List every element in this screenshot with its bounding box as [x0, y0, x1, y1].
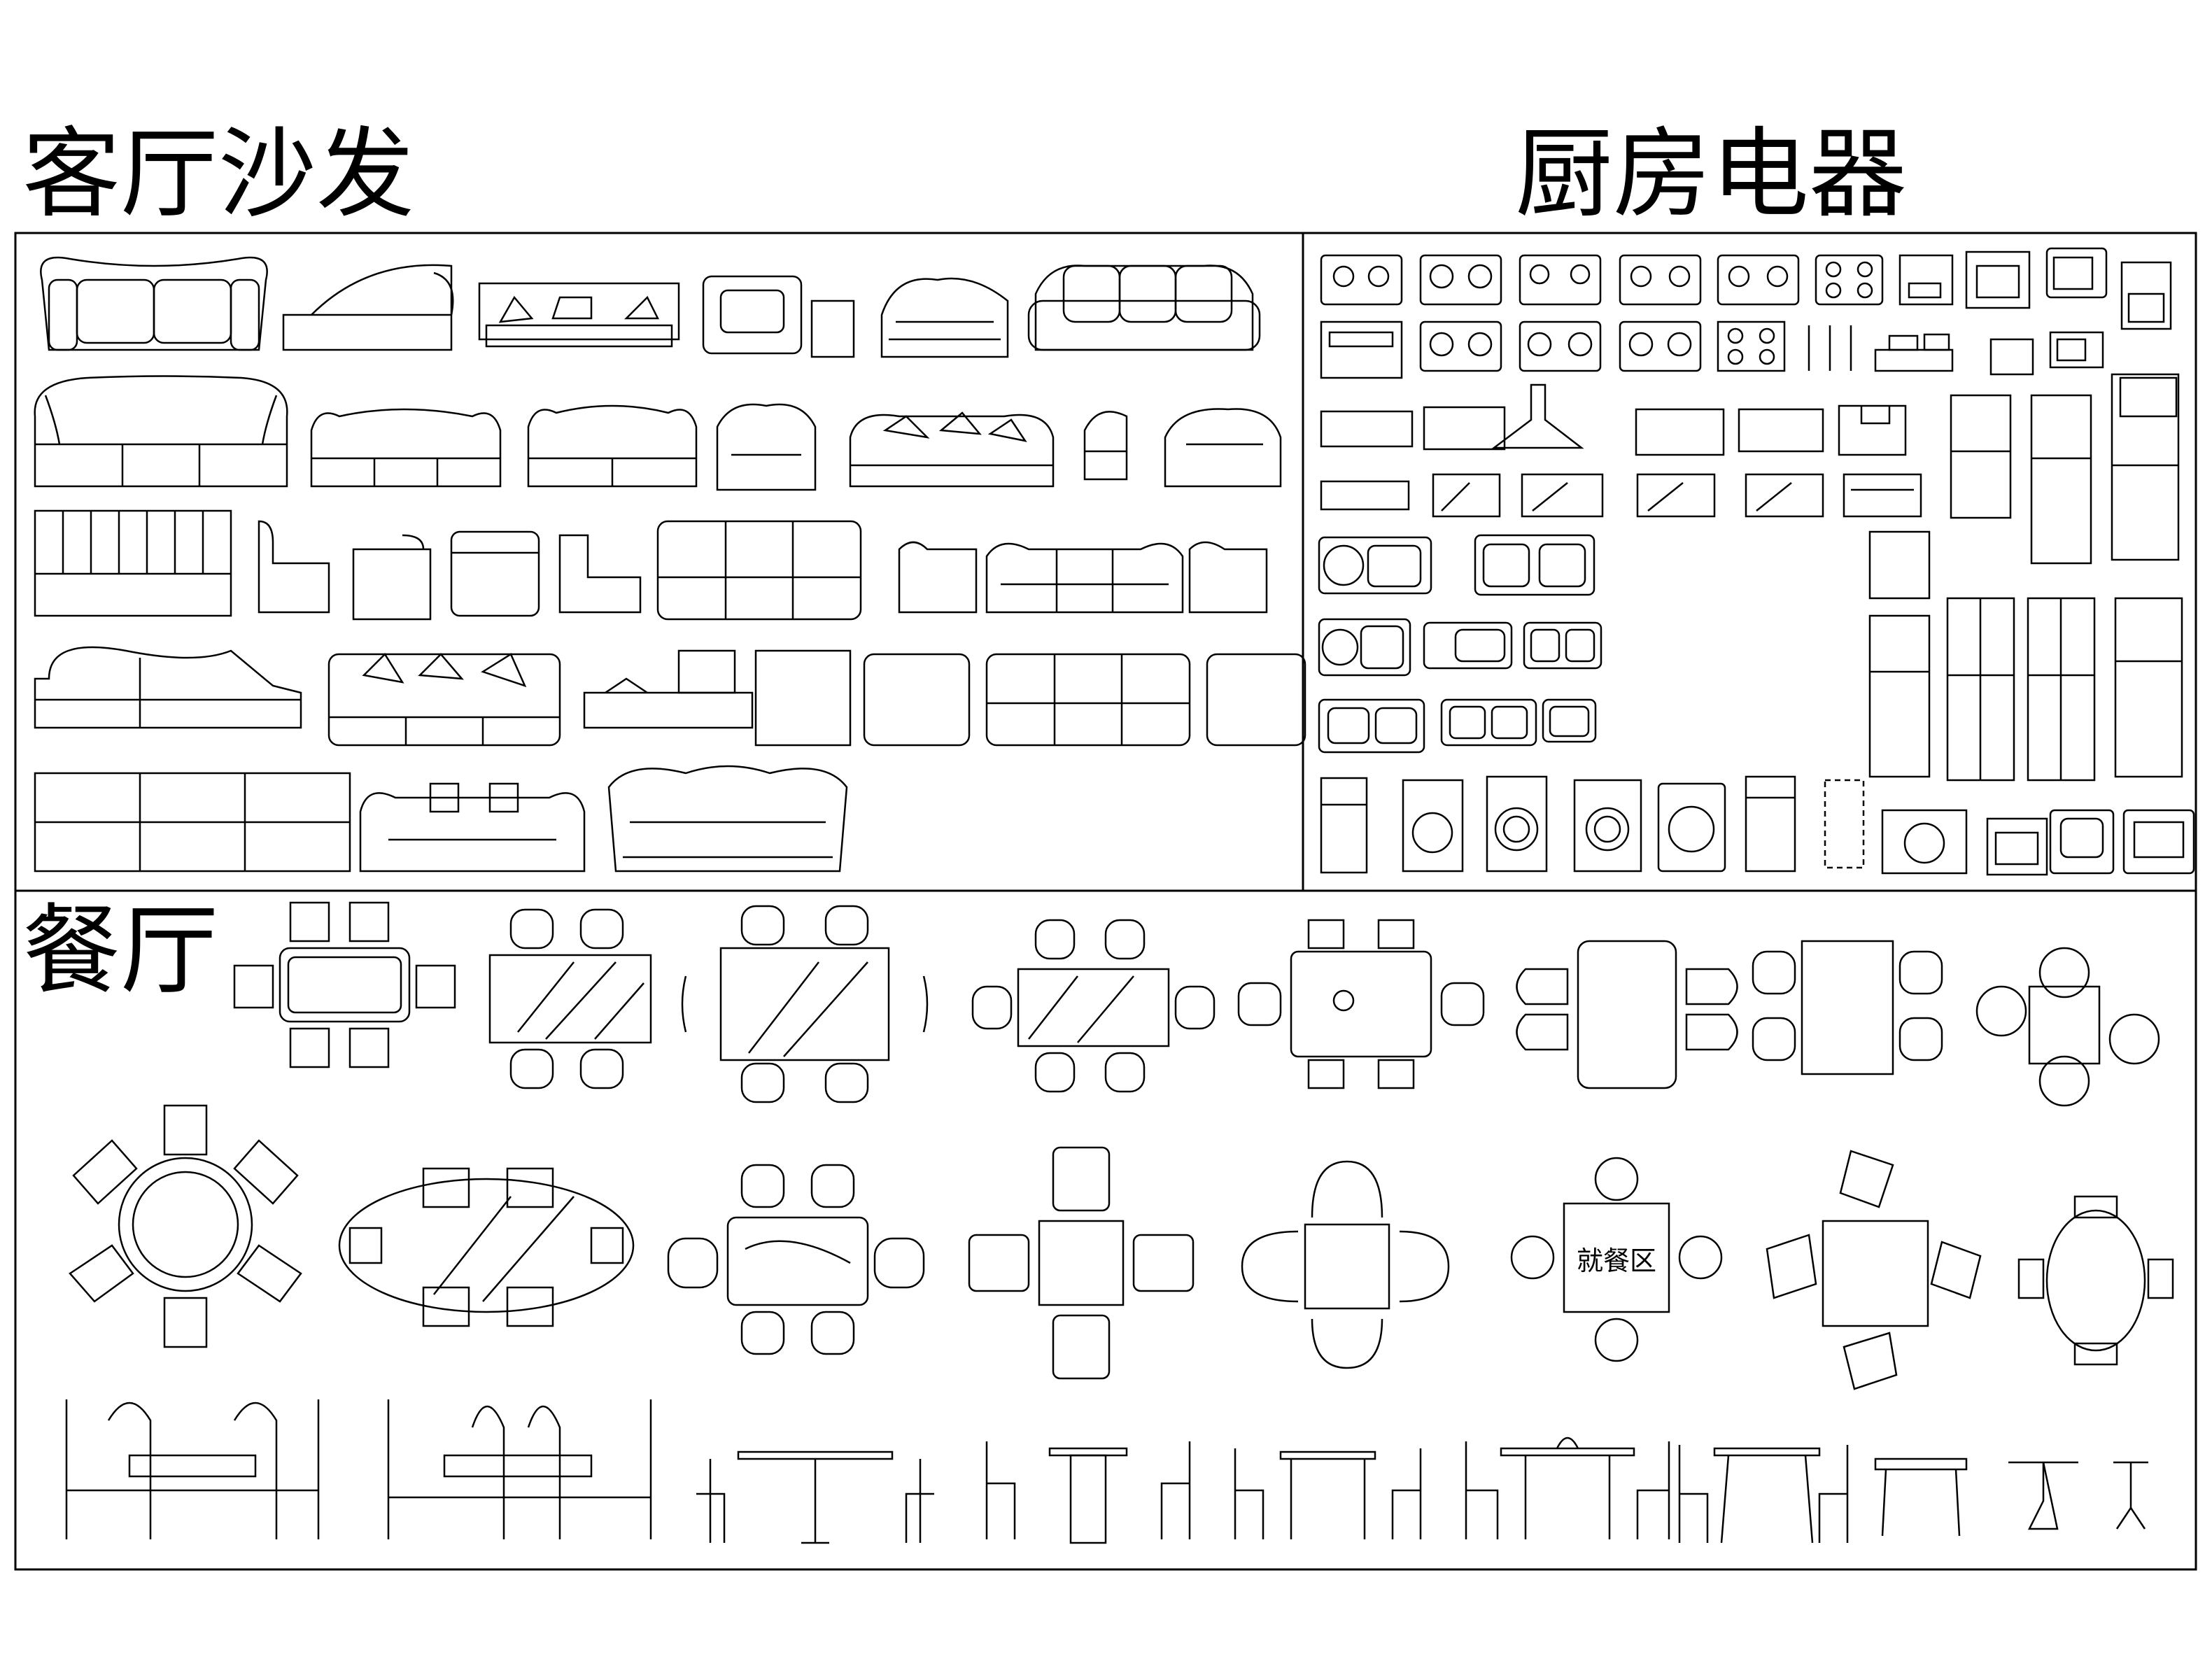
sofa-block [478, 282, 680, 348]
sofa-blocks [34, 256, 1306, 873]
dining-elevation-block [696, 1450, 934, 1544]
dining-set-block [233, 901, 456, 1068]
sofa-block [1027, 264, 1261, 351]
armchair-block [702, 275, 855, 358]
section-title-living-sofa: 客厅沙发 [22, 118, 415, 232]
kitchen-blocks [1318, 247, 2195, 876]
sofa-block [359, 782, 586, 873]
section-title-kitchen-appliances: 厨房电器 [1515, 118, 1908, 232]
sofa-block [863, 653, 1306, 747]
sofa-block [607, 765, 848, 873]
living-frame [14, 232, 1304, 892]
sofa-block [527, 404, 698, 488]
dining-set-block [968, 1146, 1195, 1380]
laundry-oven-blocks [1320, 775, 2195, 876]
armchair-block [716, 403, 817, 491]
dining-elevation-block [1874, 1457, 2148, 1537]
dining-set-block [971, 919, 1216, 1093]
round-dining-set-block [69, 1104, 302, 1348]
dining-set-block [1237, 919, 1485, 1089]
sofa-block [656, 520, 862, 621]
refrigerator-blocks [1868, 373, 2183, 782]
dining-set-block [1516, 940, 1738, 1089]
dining-set-block [1766, 1150, 1982, 1390]
armchair-block [258, 520, 330, 614]
hood-row [1320, 383, 1922, 518]
section-title-dining: 餐厅 [22, 894, 219, 1008]
sofa-block [310, 408, 502, 488]
dining-set-block [681, 905, 929, 1103]
bench-block [34, 509, 232, 617]
dining-set-block [1241, 1160, 1450, 1369]
dining-frame [14, 889, 2197, 1571]
armchair-block [1188, 541, 1268, 614]
dining-elevation-block [387, 1399, 652, 1539]
cooktop-row-2 [1320, 320, 2178, 418]
armchair-block [1083, 411, 1128, 481]
armchair-block [558, 534, 642, 614]
armchair-block [352, 534, 432, 621]
armchair-block [450, 530, 540, 617]
section-frames [14, 232, 2197, 1571]
dining-set-block [1975, 947, 2160, 1107]
dining-elevation-block [985, 1441, 1191, 1544]
dining-elevation-block [1234, 1448, 1422, 1539]
sofa-block [34, 772, 351, 873]
chaise-block [583, 649, 852, 747]
sink-blocks [1318, 534, 1602, 754]
chaise-block [34, 646, 302, 729]
armchair-block [898, 541, 978, 614]
dining-set-block [338, 1167, 635, 1327]
sofa-block [327, 653, 561, 747]
sofa-block [40, 256, 268, 351]
dining-set-block: 就餐区 [1510, 1157, 1723, 1362]
sofa-block [34, 375, 288, 488]
dining-set-block [2017, 1195, 2174, 1366]
chaise-block [282, 264, 454, 351]
cooktop-row-1 [1320, 247, 2172, 330]
dining-elevation-block [1678, 1445, 1849, 1544]
dining-set-block [667, 1164, 925, 1355]
sofa-block [985, 542, 1184, 614]
armchair-block [1164, 408, 1282, 488]
dining-set-block [488, 908, 652, 1089]
dining-area-annotation: 就餐区 [1577, 1245, 1656, 1276]
sofa-block [880, 277, 1009, 358]
dining-set-block [1752, 940, 1943, 1075]
dining-blocks: 就餐区 [65, 901, 2174, 1544]
dining-elevation-block [65, 1399, 320, 1539]
sofa-block [849, 411, 1055, 488]
dining-elevation-block [1465, 1437, 1670, 1539]
